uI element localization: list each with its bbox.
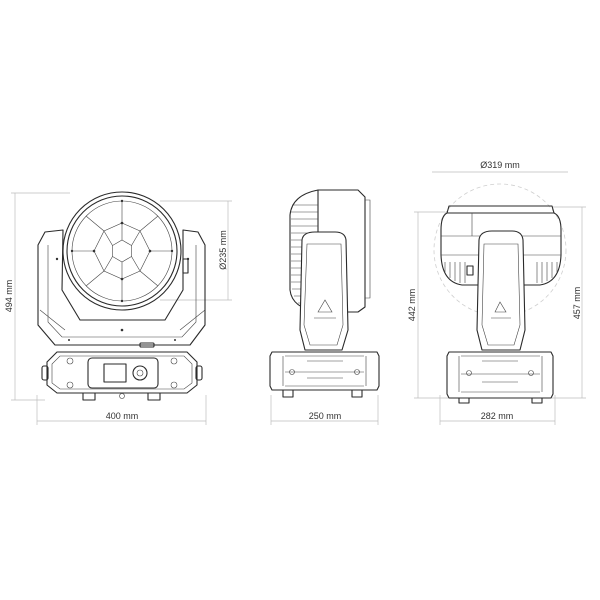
- rear-height-dimension: 442 mm: [407, 211, 448, 399]
- rear-diameter-dimension: Ø319 mm: [432, 160, 568, 173]
- rear-width-dimension: 282 mm: [439, 395, 556, 425]
- rear-total-height-dimension: 457 mm: [552, 206, 586, 399]
- front-lens-label: Ø235 mm: [218, 230, 228, 270]
- rear-total-height-label: 457 mm: [572, 287, 582, 320]
- rear-diameter-label: Ø319 mm: [480, 160, 520, 170]
- front-lens-array: [62, 191, 182, 311]
- rear-width-label: 282 mm: [481, 411, 514, 421]
- front-height-dimension: 494 mm: [4, 192, 70, 401]
- side-width-dimension: 250 mm: [270, 395, 379, 425]
- side-width-label: 250 mm: [309, 411, 342, 421]
- front-view: 494 mm Ø235 mm 400 mm: [4, 191, 232, 425]
- tilt-sweep-circle: [433, 183, 567, 317]
- front-width-label: 400 mm: [106, 411, 139, 421]
- front-yoke: [37, 229, 206, 346]
- side-view: 250 mm: [269, 189, 380, 425]
- front-height-label: 494 mm: [4, 280, 14, 313]
- rear-view: Ø319 mm 442 mm 457 mm 282 mm: [407, 160, 586, 425]
- front-width-dimension: 400 mm: [36, 395, 207, 425]
- front-base: [41, 351, 203, 401]
- rear-height-label: 442 mm: [407, 289, 417, 322]
